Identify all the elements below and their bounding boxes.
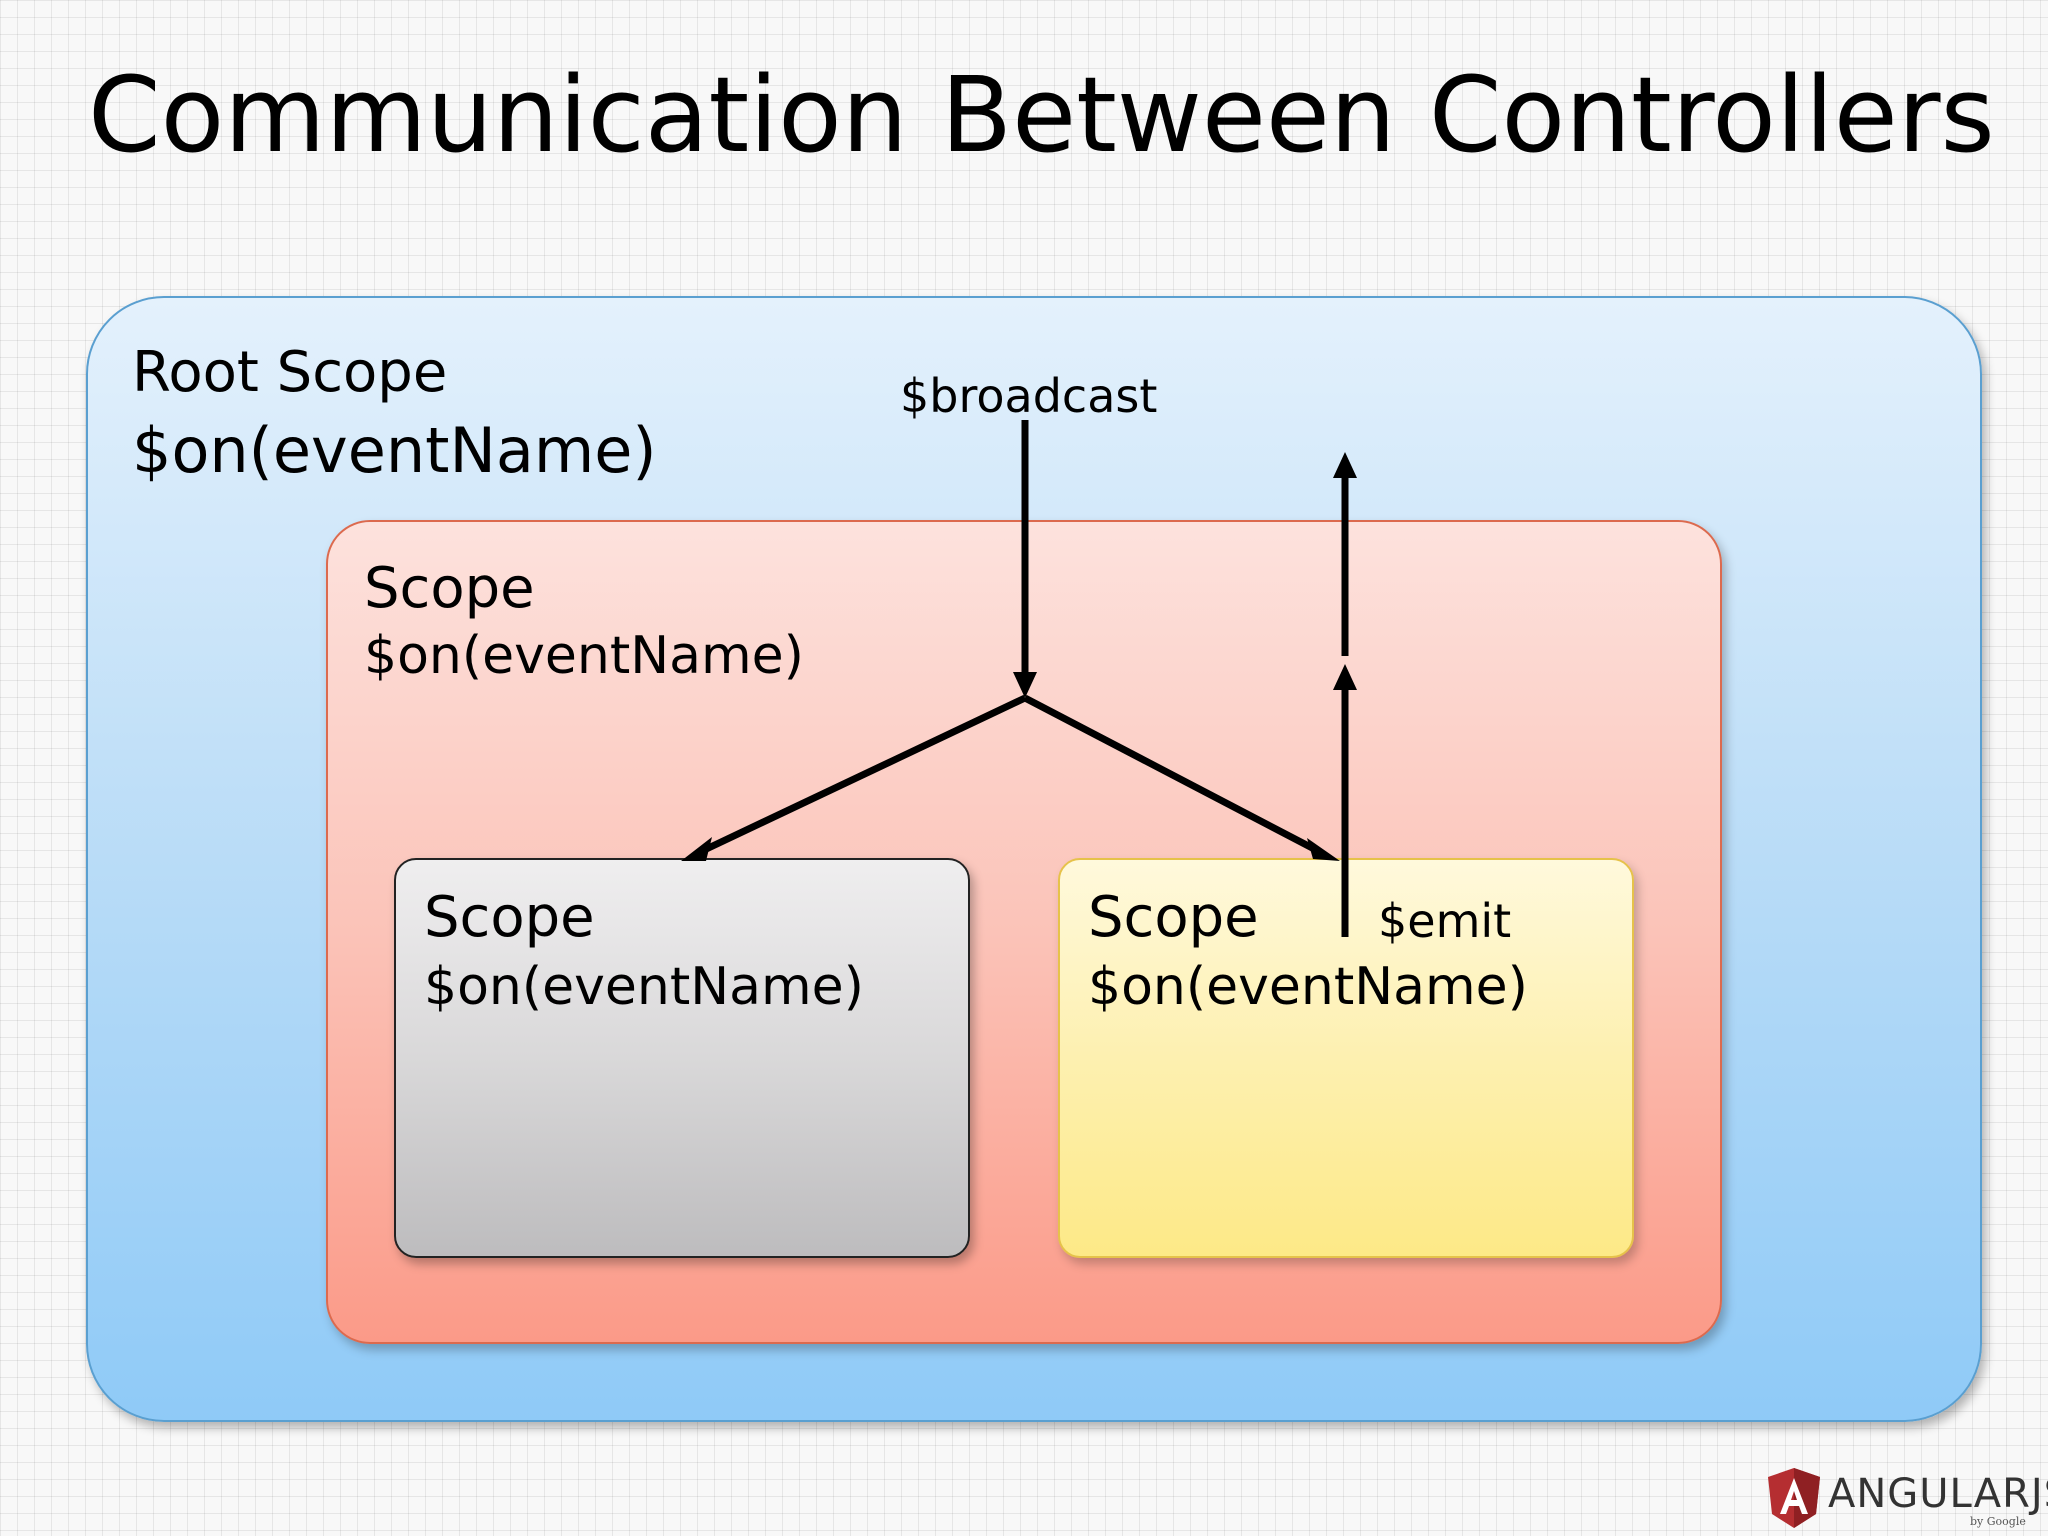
child-scope-right-handler: $on(eventName) (1088, 957, 1528, 1017)
angularjs-logo: ANGULARJS by Google (1766, 1466, 2048, 1532)
logo-subtitle: by Google (1970, 1515, 2026, 1528)
root-scope-handler: $on(eventName) (132, 414, 657, 487)
root-scope-label: Root Scope (132, 340, 448, 405)
child-scope-right-label: Scope (1088, 885, 1259, 950)
angular-shield-icon (1768, 1468, 1820, 1528)
child-scope-left-handler: $on(eventName) (424, 957, 864, 1017)
parent-scope-label: Scope (364, 556, 535, 621)
logo-wordmark: ANGULARJS (1828, 1471, 2048, 1517)
emit-label: $emit (1378, 894, 1512, 948)
child-scope-left-label: Scope (424, 885, 595, 950)
broadcast-label: $broadcast (900, 369, 1158, 423)
slide-title: Communication Between Controllers (88, 54, 1995, 176)
parent-scope-handler: $on(eventName) (364, 626, 804, 686)
child-scope-left-box (394, 858, 970, 1258)
